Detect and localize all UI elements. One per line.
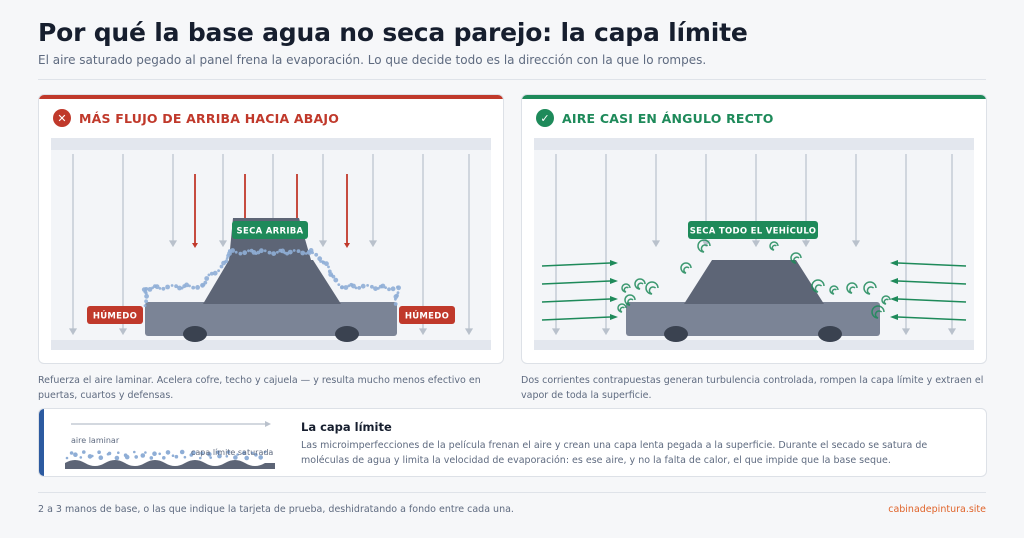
svg-text:HÚMEDO: HÚMEDO	[405, 310, 449, 322]
tag-wet-right: HÚMEDO	[399, 306, 455, 324]
panel-accent-bar	[39, 95, 503, 99]
panel-accent-bar	[522, 95, 986, 99]
saturated-dots	[65, 449, 267, 461]
car-wheel	[183, 326, 207, 342]
car-wheel	[335, 326, 359, 342]
info-title: La capa límite	[301, 420, 392, 434]
page-title: Por qué la base agua no seca parejo: la …	[38, 18, 748, 47]
caption-cross-flow: Dos corrientes contrapuestas generan tur…	[521, 375, 984, 401]
panel-title: MÁS FLUJO DE ARRIBA HACIA ABAJO	[79, 110, 340, 126]
caption-top-down: Refuerza el aire laminar. Acelera cofre,…	[38, 375, 481, 401]
info-accent-bar	[39, 409, 44, 476]
footer-site-link[interactable]: cabinadepintura.site	[888, 504, 986, 515]
moisture-dots	[141, 248, 401, 307]
boundary-layer-info: aire laminar capa límite saturada La cap…	[38, 408, 987, 477]
panel-top-down: ✕ MÁS FLUJO DE ARRIBA HACIA ABAJO SECA A…	[38, 94, 504, 364]
downflow-lines	[68, 154, 474, 336]
panel-cross-flow: ✓ AIRE CASI EN ÁNGULO RECTO SECA TODO EL…	[521, 94, 987, 364]
check-icon: ✓	[536, 109, 554, 127]
tag-dry-top: SECA ARRIBA	[232, 221, 308, 239]
paint-surface	[65, 460, 275, 469]
car	[626, 260, 880, 342]
label-laminar-air: aire laminar	[71, 436, 120, 445]
footer-note: 2 a 3 manos de base, o las que indique l…	[38, 504, 514, 515]
top-down-airflow-diagram: SECA ARRIBA HÚMEDO HÚMEDO	[51, 138, 491, 350]
cross-flow-airflow-diagram: SECA TODO EL VEHÍCULO	[534, 138, 974, 350]
car-wheel	[818, 326, 842, 342]
car-body	[626, 302, 880, 336]
boundary-layer-illustration: aire laminar capa límite saturada	[65, 421, 275, 469]
page-subtitle: El aire saturado pegado al panel frena l…	[38, 53, 707, 67]
header-divider	[38, 79, 986, 80]
svg-text:SECA ARRIBA: SECA ARRIBA	[237, 227, 304, 237]
panel-title: AIRE CASI EN ÁNGULO RECTO	[562, 110, 774, 126]
info-body: Las microimperfecciones de la película f…	[301, 440, 928, 466]
cross-icon: ✕	[53, 109, 71, 127]
label-saturated-layer: capa límite saturada	[191, 448, 273, 457]
turbulence-swirls	[617, 239, 891, 319]
tag-wet-left: HÚMEDO	[87, 306, 143, 324]
car-wheel	[664, 326, 688, 342]
svg-text:SECA TODO EL VEHÍCULO: SECA TODO EL VEHÍCULO	[690, 225, 817, 237]
car-cabin	[684, 260, 824, 304]
tag-dry-all: SECA TODO EL VEHÍCULO	[688, 221, 818, 239]
svg-text:HÚMEDO: HÚMEDO	[93, 310, 137, 322]
footer-divider	[38, 492, 986, 493]
side-airflow-arrows	[541, 260, 967, 321]
car-body	[145, 302, 397, 336]
